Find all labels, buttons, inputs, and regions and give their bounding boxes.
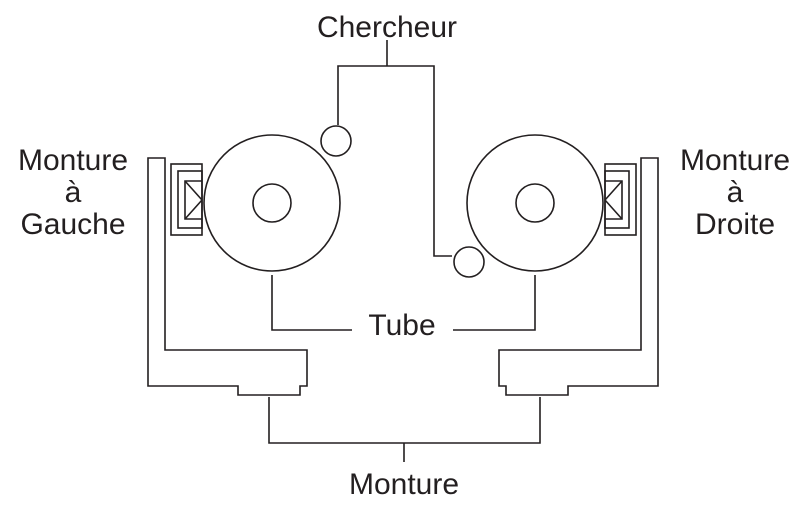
mount-label: Monture	[349, 468, 459, 501]
left-mount-label-line2: à	[65, 176, 82, 209]
mount-leader	[268, 397, 541, 462]
right-tube-eyepiece	[515, 183, 555, 223]
tube-leader-right	[453, 275, 536, 331]
right-mount-label-line2: à	[727, 176, 744, 209]
left-finder-scope	[320, 125, 352, 157]
right-tube-body	[466, 134, 604, 272]
left-tube-eyepiece	[252, 183, 292, 223]
right-finder-scope	[453, 246, 485, 278]
right-clamp	[604, 163, 637, 236]
tube-label: Tube	[368, 309, 435, 342]
right-tube	[466, 134, 604, 272]
left-clamp	[170, 163, 203, 236]
left-tube-body	[203, 134, 341, 272]
finder-leader	[337, 40, 452, 257]
left-tube	[203, 134, 341, 272]
right-mount-bracket	[498, 157, 659, 396]
tube-leader-left	[271, 275, 352, 331]
right-mount-label-line1: Monture	[680, 144, 790, 177]
finder-label: Chercheur	[317, 11, 457, 44]
left-mount-label-line1: Monture	[18, 144, 128, 177]
left-mount-bracket	[147, 157, 308, 396]
left-mount-label-line3: Gauche	[20, 208, 125, 241]
right-mount-label-line3: Droite	[695, 208, 775, 241]
